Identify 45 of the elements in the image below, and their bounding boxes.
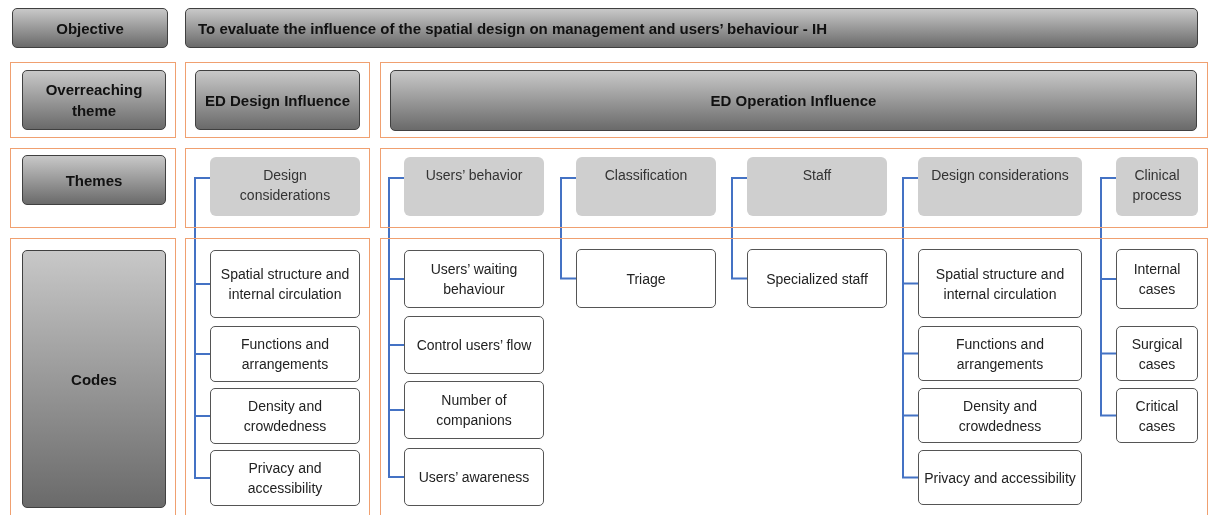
theme-header-box: ED Operation Influence bbox=[390, 70, 1197, 131]
code-box: Spatial structure and internal circulation bbox=[918, 249, 1082, 318]
theme-box: Users’ behavior bbox=[404, 157, 544, 216]
panel bbox=[380, 62, 1208, 138]
connector-line bbox=[731, 177, 748, 280]
row-header-box: Themes bbox=[22, 155, 166, 205]
code-box: Density and crowdedness bbox=[918, 388, 1082, 443]
theme-box: Design considerations bbox=[210, 157, 360, 216]
panel bbox=[185, 62, 370, 138]
code-box: Users’ awareness bbox=[404, 448, 544, 506]
panel bbox=[380, 148, 1208, 228]
row-header-box: Codes bbox=[22, 250, 166, 508]
objective-box: To evaluate the influence of the spatial design on management and users’ behaviour - IH bbox=[185, 8, 1198, 48]
panel bbox=[185, 148, 370, 228]
connector-line bbox=[194, 177, 211, 479]
panel bbox=[10, 62, 176, 138]
panel bbox=[10, 148, 176, 228]
code-box: Functions and arrangements bbox=[210, 326, 360, 382]
code-box: Privacy and accessibility bbox=[210, 450, 360, 506]
code-box: Control users’ flow bbox=[404, 316, 544, 374]
panel bbox=[10, 238, 176, 515]
code-box: Internal cases bbox=[1116, 249, 1198, 309]
code-box: Privacy and accessibility bbox=[918, 450, 1082, 505]
code-box: Functions and arrangements bbox=[918, 326, 1082, 381]
theme-header-box: ED Design Influence bbox=[195, 70, 360, 130]
row-header-box: Overreaching theme bbox=[22, 70, 166, 130]
connector-line bbox=[902, 177, 919, 479]
code-box: Specialized staff bbox=[747, 249, 887, 308]
code-box: Users’ waiting behaviour bbox=[404, 250, 544, 308]
code-box: Critical cases bbox=[1116, 388, 1198, 443]
code-box: Number of companions bbox=[404, 381, 544, 439]
theme-box: Classification bbox=[576, 157, 716, 216]
panel bbox=[380, 238, 1208, 515]
connector-line bbox=[388, 177, 405, 478]
code-box: Density and crowdedness bbox=[210, 388, 360, 444]
theme-box: Design considerations bbox=[918, 157, 1082, 216]
connector-line bbox=[1100, 177, 1117, 417]
theme-box: Staff bbox=[747, 157, 887, 216]
panel bbox=[185, 238, 370, 515]
code-box: Surgical cases bbox=[1116, 326, 1198, 381]
objective-box: Objective bbox=[12, 8, 168, 48]
connector-line bbox=[560, 177, 577, 280]
theme-box: Clinical process bbox=[1116, 157, 1198, 216]
code-box: Spatial structure and internal circulation bbox=[210, 250, 360, 318]
code-box: Triage bbox=[576, 249, 716, 308]
